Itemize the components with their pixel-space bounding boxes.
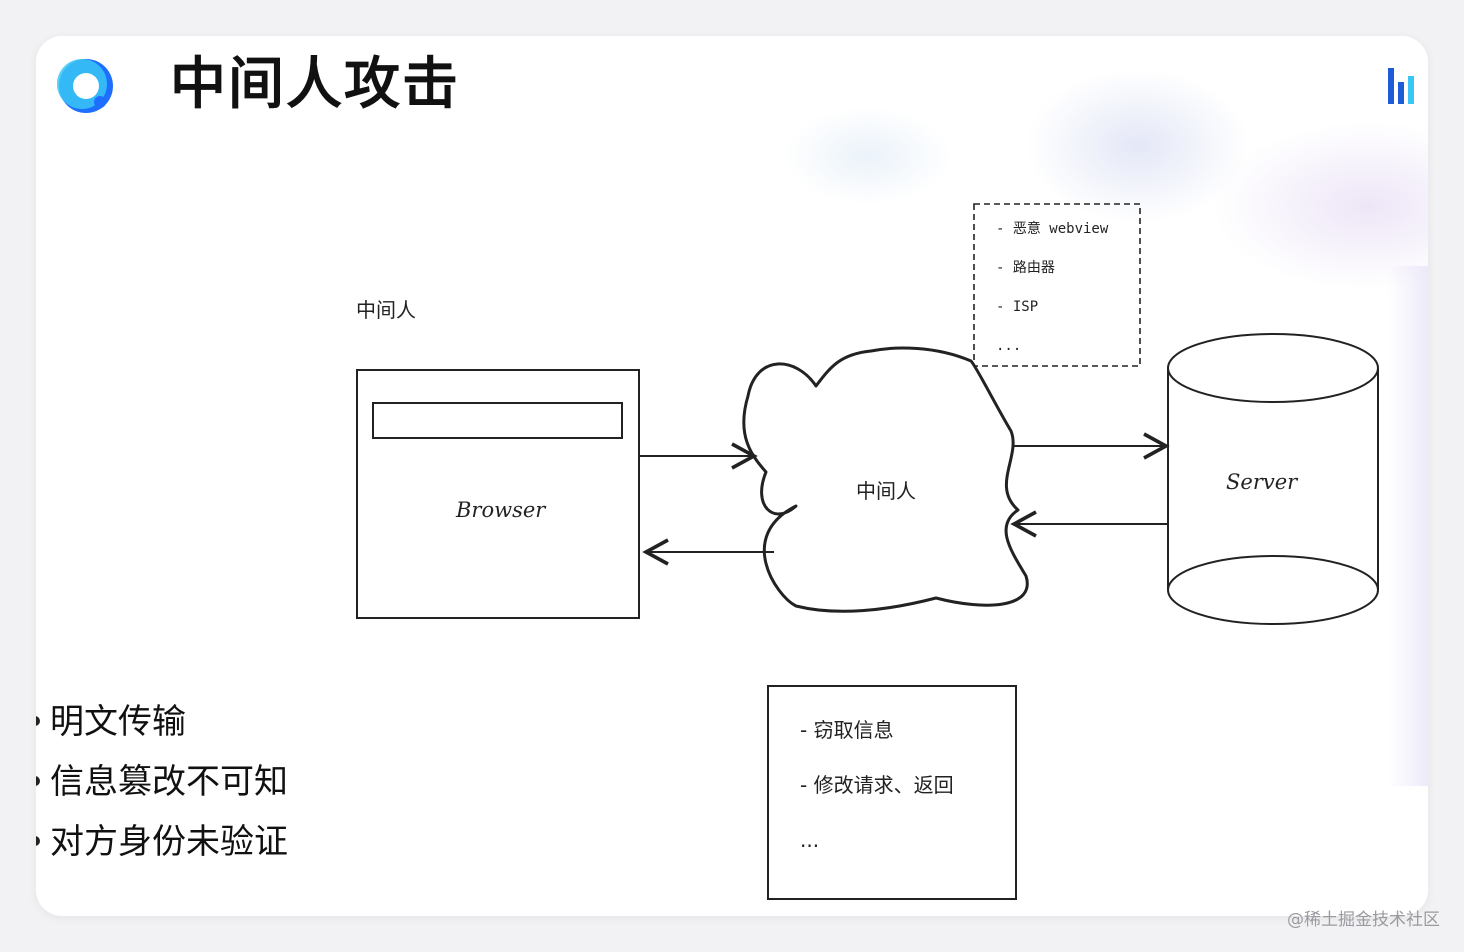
list-item: - 恶意 webview [996, 221, 1109, 237]
bullet-item: 信息篡改不可知 [36, 754, 288, 814]
list-item: - 修改请求、返回 [800, 773, 954, 797]
server-label: Server [1226, 470, 1298, 494]
slide: 中间人攻击 中间人 Browser 中间人 Server [36, 36, 1428, 916]
brand-mark-icon [1388, 68, 1414, 104]
server-cylinder [1167, 333, 1379, 625]
mitm-diagram [356, 203, 1379, 900]
bullet-dot-icon [36, 716, 40, 726]
browser-address-bar [372, 402, 623, 439]
list-item: ... [800, 828, 820, 852]
side-decoration [1388, 266, 1428, 786]
bullet-dot-icon [36, 836, 40, 846]
mitm-types-list: - 恶意 webview - 路由器 - ISP ... [996, 216, 1108, 372]
list-item: ... [996, 338, 1022, 354]
attack-effects-list: - 窃取信息 - 修改请求、返回 ... [800, 712, 954, 877]
list-item: - 路由器 [996, 260, 1055, 276]
bullet-text: 明文传输 [50, 702, 186, 742]
browser-label: Browser [456, 498, 546, 522]
mitm-caption: 中间人 [356, 298, 416, 322]
list-item: - 窃取信息 [800, 718, 894, 742]
watermark: @稀土掘金技术社区 [1287, 910, 1440, 930]
list-item: - ISP [996, 299, 1039, 315]
risk-bullet-list: 明文传输 信息篡改不可知 对方身份未验证 [36, 694, 288, 874]
browser-window [356, 369, 640, 619]
bullet-text: 对方身份未验证 [50, 822, 288, 862]
bullet-item: 明文传输 [36, 694, 288, 754]
mitm-cloud [742, 346, 1029, 613]
mitm-types-box [973, 203, 1141, 367]
bullet-dot-icon [36, 776, 40, 786]
cloud-label: 中间人 [856, 479, 916, 503]
page-title: 中间人攻击 [170, 52, 460, 117]
bullet-item: 对方身份未验证 [36, 814, 288, 874]
attack-effects-box [767, 685, 1017, 900]
bullet-text: 信息篡改不可知 [50, 762, 288, 802]
app-logo-icon [57, 59, 113, 113]
